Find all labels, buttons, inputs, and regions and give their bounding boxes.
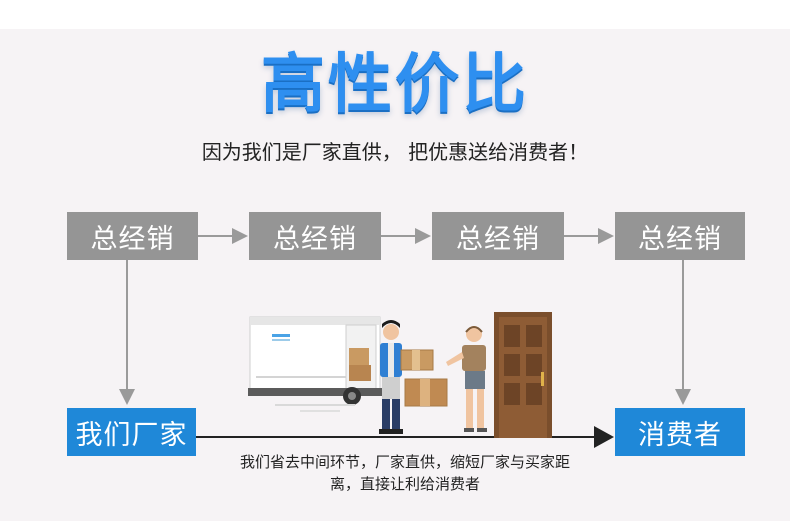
distributor-label: 总经销: [273, 223, 357, 255]
subtitle: 因为我们是厂家直供， 把优惠送给消费者！: [201, 140, 589, 164]
factory-box: 我们厂家: [67, 408, 196, 456]
factory-label: 我们厂家: [75, 419, 188, 451]
distributor-label: 总经销: [456, 223, 540, 255]
distributor-box-3: 总经销: [432, 212, 564, 260]
delivery-person-illustration: [379, 320, 448, 434]
distributor-label: 总经销: [638, 223, 722, 255]
consumer-label: 消费者: [638, 419, 722, 451]
distributor-box-2: 总经销: [249, 212, 381, 260]
caption-line-2: 离，直接让利给消费者: [329, 475, 480, 493]
caption: 我们省去中间环节，厂家直供，缩短厂家与买家距 离，直接让利给消费者: [195, 451, 615, 495]
door-illustration: [494, 312, 552, 438]
customer-illustration: [446, 326, 487, 432]
distributor-box-1: 总经销: [67, 212, 198, 260]
consumer-box: 消费者: [615, 408, 745, 456]
direct-supply-arrowhead: [594, 426, 614, 448]
caption-line-1: 我们省去中间环节，厂家直供，缩短厂家与买家距: [239, 453, 570, 471]
headline: 高性价比: [261, 48, 529, 122]
distributor-box-4: 总经销: [615, 212, 745, 260]
truck-illustration: [248, 316, 384, 412]
distributor-label: 总经销: [90, 223, 175, 255]
